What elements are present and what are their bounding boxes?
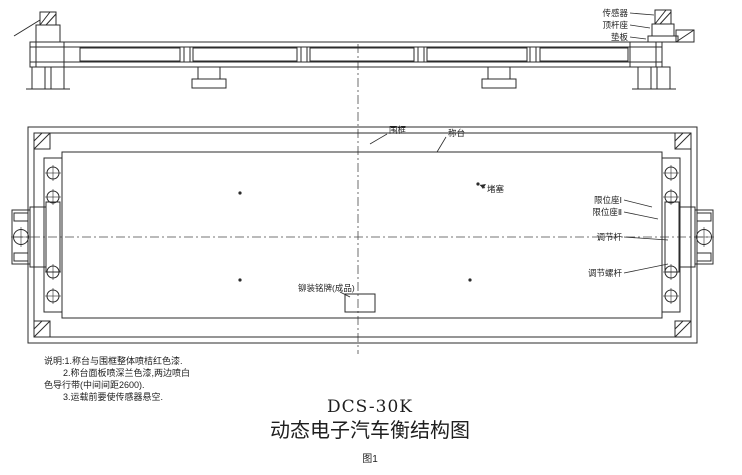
label-sensor: 传感器: [602, 8, 628, 18]
left-riser: [35, 24, 61, 43]
notes-block: 说明:1.称台与围框整体喷桔红色漆. 2.称台面板喷深兰色漆,两边喷白 色导行带…: [44, 355, 190, 402]
beam-outline: [29, 41, 663, 68]
beam-panels: [79, 46, 629, 63]
left-leg-a: [31, 66, 46, 90]
note-line-1: 说明:1.称台与围框整体喷桔红色漆.: [44, 355, 183, 366]
left-end-assembly: [13, 11, 70, 90]
label-plug: 堵塞: [487, 184, 505, 194]
label-pad: 垫板: [611, 32, 629, 42]
title-block: DCS-30K 动态电子汽车衡结构图 图1: [270, 397, 470, 465]
right-limit-assembly: [664, 201, 714, 273]
left-leg-b: [50, 66, 65, 90]
side-view: [13, 9, 695, 90]
support-feet: [191, 66, 517, 89]
note-line-3: 色导行带(中间间距2600).: [44, 379, 145, 390]
label-rod-seat: 顶杆座: [602, 20, 628, 30]
frame-inner: [33, 132, 692, 338]
centerlines: [14, 44, 712, 354]
break-line: [13, 19, 41, 37]
figure-number: 图1: [362, 453, 378, 465]
left-limit-assembly: [11, 201, 61, 273]
sensor-block: [654, 9, 672, 25]
label-limit-seat-1: 限位座Ⅰ: [594, 195, 622, 205]
plan-view: [11, 126, 714, 344]
label-frame: 围框: [389, 125, 407, 135]
right-leg-b: [656, 66, 671, 90]
left-bolt-strip: [43, 157, 63, 313]
nameplate-rect: [344, 293, 376, 313]
drawing-model: DCS-30K: [327, 397, 413, 417]
plug-arrowhead: [480, 184, 486, 189]
label-limit-seat-2: 限位座Ⅱ: [592, 207, 622, 217]
note-line-4: 3.运载前要使传感器悬空.: [63, 391, 163, 402]
label-nameplate: 铆装铭牌(成品): [298, 283, 355, 293]
plug-dots: [238, 182, 480, 282]
rod-seat-block: [651, 23, 675, 37]
note-line-2: 2.称台面板喷深兰色漆,两边喷白: [63, 367, 190, 378]
platform: [61, 151, 663, 319]
right-end-assembly: [629, 9, 695, 90]
drawing-title: 动态电子汽车衡结构图: [270, 419, 470, 442]
side-view-callouts: 传感器 顶杆座 垫板: [602, 8, 655, 42]
plan-view-callouts: 围框 称台 堵塞 限位座Ⅰ 限位座Ⅱ 调节杆 调节螺杆 铆装铭牌(成品): [298, 125, 669, 298]
bolt-holes: [45, 165, 679, 304]
right-bracket: [675, 29, 695, 43]
label-platform: 称台: [448, 128, 465, 138]
corner-brackets: [33, 132, 692, 338]
right-leg-a: [637, 66, 652, 90]
label-adjust-screw: 调节螺杆: [588, 268, 623, 278]
label-adjust-rod: 调节杆: [596, 232, 622, 242]
pad-plate: [647, 35, 679, 43]
right-bolt-strip: [661, 157, 681, 313]
